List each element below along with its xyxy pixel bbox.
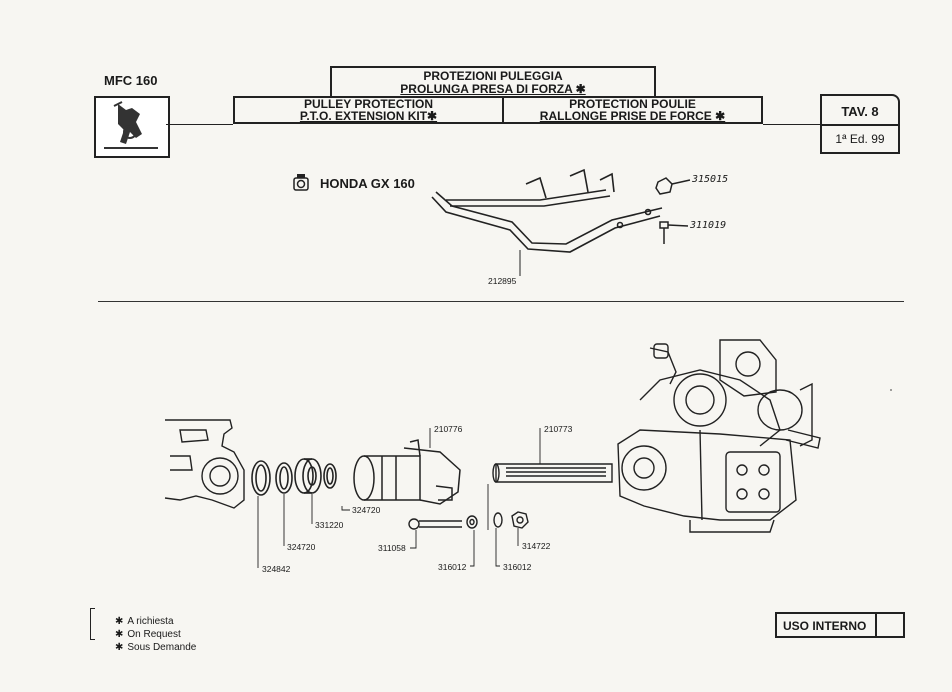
part-number-ring: 324720 [287, 542, 316, 552]
title-english: PULLEY PROTECTION P.T.O. EXTENSION KIT✱ [235, 98, 504, 122]
seal-324720 [323, 463, 337, 489]
part-number-circlip: 324842 [262, 564, 291, 574]
plate-number: TAV. 8 [841, 104, 879, 119]
legend: ✱A richiesta ✱On Request ✱Sous Demande [115, 615, 196, 654]
model-name: MFC 160 [104, 73, 158, 88]
asterisk-icon: ✱ [115, 642, 124, 653]
edition-label: 1ª Ed. 99 [835, 132, 885, 146]
engine-icon [293, 174, 309, 191]
asterisk-icon: ✱ [115, 616, 124, 627]
tiller-icon [104, 101, 158, 149]
nut-314722 [511, 511, 529, 529]
frame-bolt [659, 221, 689, 244]
part-number-shaft: 210773 [544, 424, 573, 434]
plate-info-box: TAV. 8 1ª Ed. 99 [820, 94, 900, 154]
frame-nut [655, 177, 691, 195]
pulley-protection-frame [431, 168, 663, 253]
engine-label: HONDA GX 160 [320, 176, 415, 191]
legend-italian: A richiesta [127, 616, 174, 627]
part-number-washer-a: 316012 [438, 562, 467, 572]
legend-bracket [90, 608, 95, 640]
part-number-washer-b: 316012 [503, 562, 532, 572]
gearbox-housing [164, 419, 245, 509]
legend-french: Sous Demande [127, 642, 197, 653]
part-number-seal: 324720 [352, 505, 381, 515]
washer-316012-b [493, 512, 503, 528]
part-number-bearing: 331220 [315, 520, 344, 530]
washer-316012-a [466, 515, 478, 529]
part-number-housing: 210776 [434, 424, 463, 434]
pump-assembly [617, 339, 821, 533]
title-row: PULLEY PROTECTION P.T.O. EXTENSION KIT✱ … [233, 96, 763, 124]
internal-use-label: USO INTERNO [783, 619, 867, 633]
part-number-bolt: 311019 [690, 220, 727, 231]
title-italian: PROTEZIONI PULEGGIA PROLUNGA PRESA DI FO… [330, 66, 656, 96]
header-rule-right [763, 124, 820, 125]
leader-lines [257, 428, 541, 568]
legend-english: On Request [127, 629, 181, 640]
part-number-nut: 314722 [522, 541, 551, 551]
tiller-logo [94, 96, 170, 158]
extension-shaft [492, 463, 613, 483]
header-rule-left [166, 124, 233, 125]
internal-use-box: USO INTERNO [775, 612, 905, 638]
bearing-331220 [294, 458, 322, 494]
circlip-324842 [251, 460, 271, 496]
title-french: PROTECTION POULIE RALLONGE PRISE DE FORC… [539, 97, 726, 123]
section-divider [98, 301, 904, 302]
part-number-nut: 315015 [692, 174, 729, 185]
part-number-frame: 212895 [488, 276, 517, 286]
long-bolt-311058 [408, 518, 462, 530]
part-number-long-bolt: 311058 [378, 543, 406, 553]
extension-housing [353, 439, 461, 505]
ring-324720 [275, 462, 293, 494]
asterisk-icon: ✱ [115, 629, 124, 640]
